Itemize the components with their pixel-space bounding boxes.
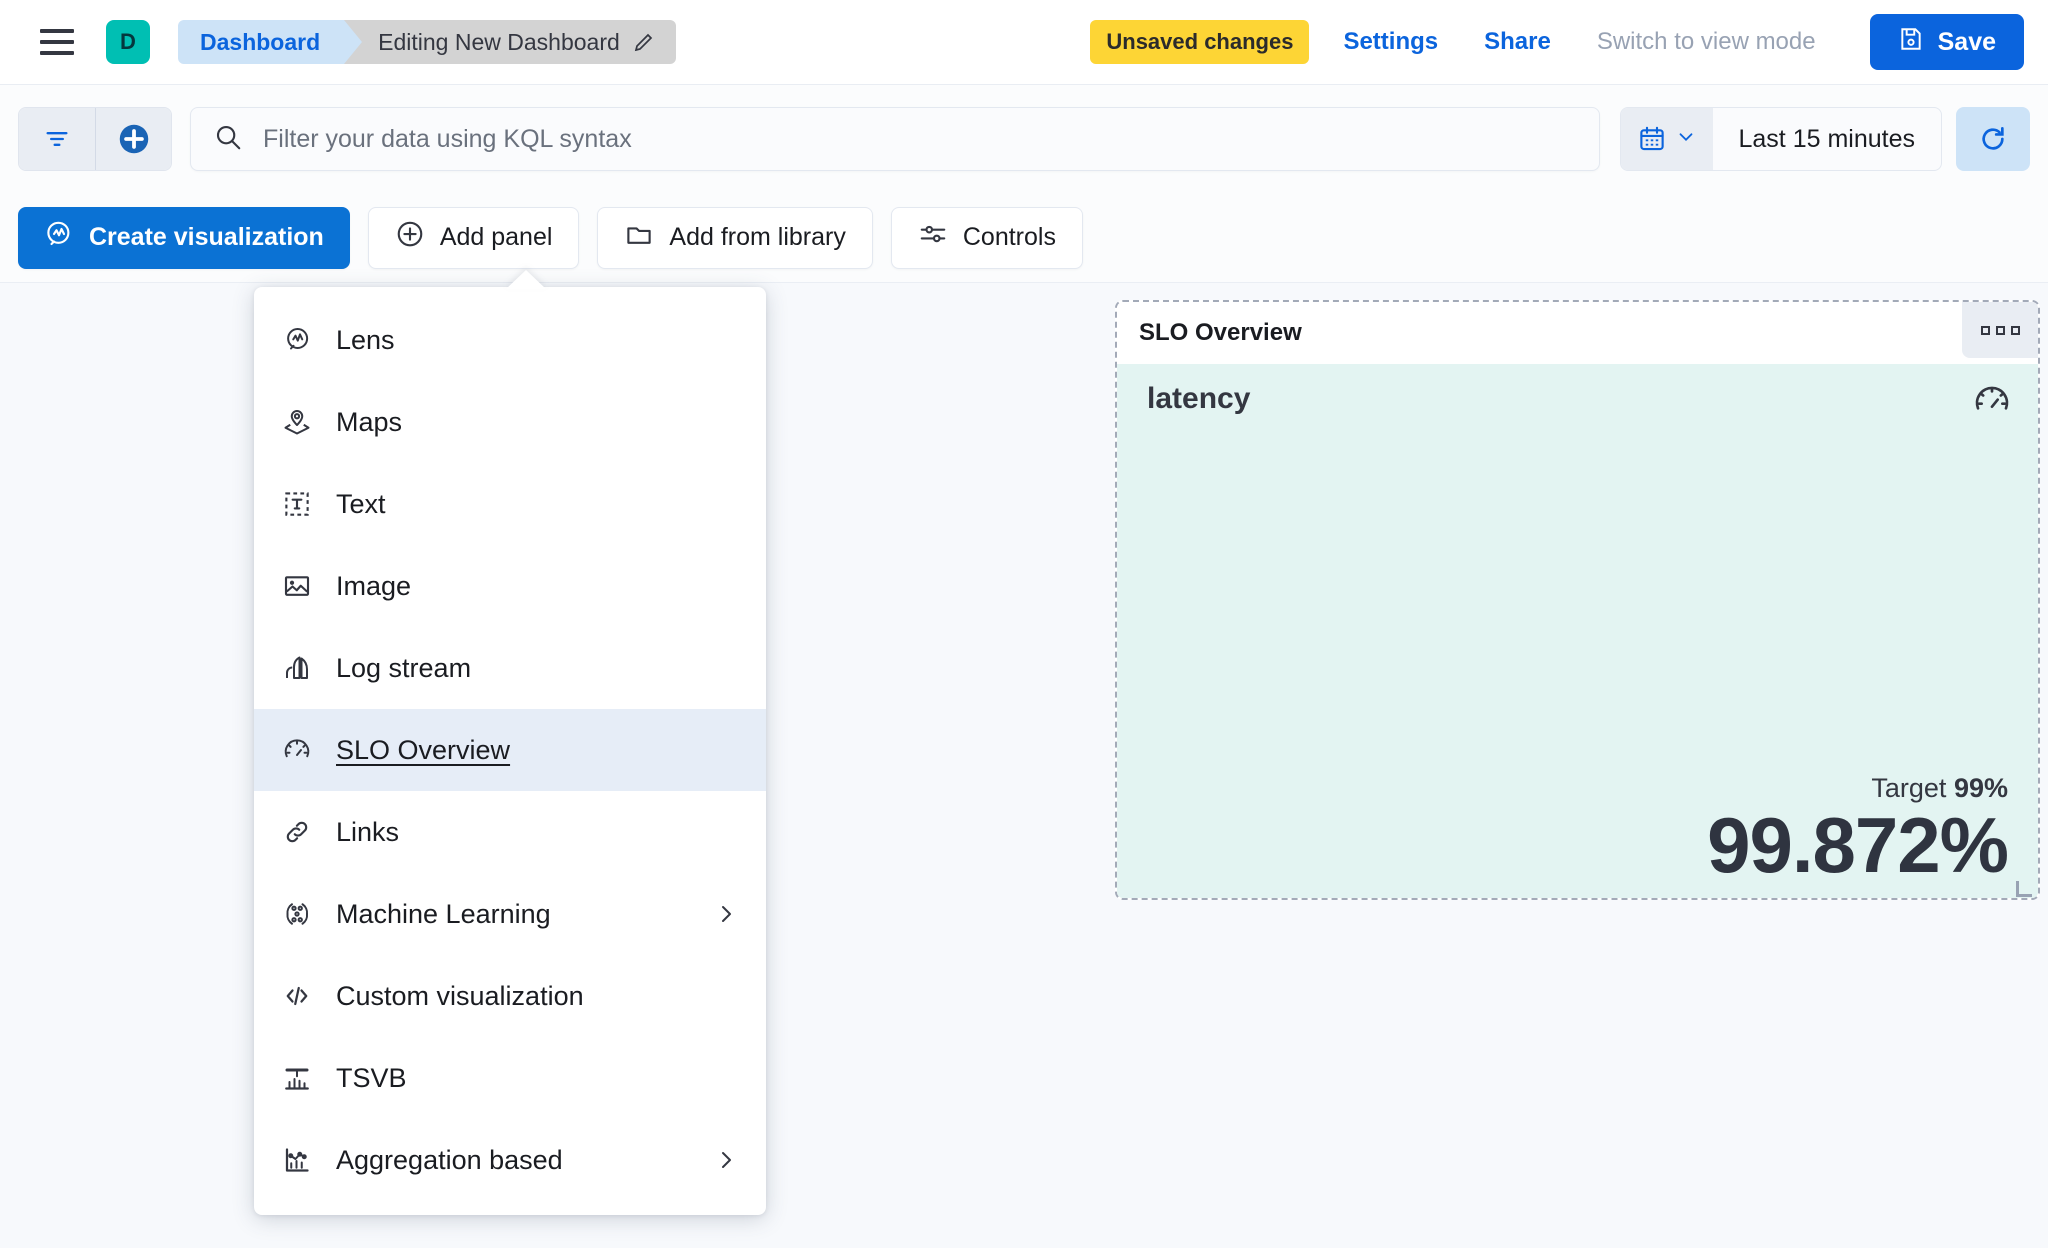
slo-target-label: Target xyxy=(1871,773,1947,803)
menu-item-label: Text xyxy=(336,488,386,519)
menu-item-label: SLO Overview xyxy=(336,734,511,765)
link-chain-icon xyxy=(282,817,312,847)
context-dot xyxy=(2010,325,2020,335)
breadcrumb-dashboard[interactable]: Dashboard xyxy=(178,20,363,64)
calendar-icon[interactable] xyxy=(1620,108,1713,170)
hamburger-bar xyxy=(40,40,74,44)
panel-context-menu-icon[interactable] xyxy=(1962,302,2038,358)
top-header: D Dashboard Editing New Dashboard Unsave… xyxy=(0,0,2048,85)
menu-item-label: Aggregation based xyxy=(336,1144,563,1175)
filter-controls-group xyxy=(18,107,172,171)
menu-item-tsvb[interactable]: TSVB xyxy=(254,1037,766,1119)
save-disk-icon xyxy=(1898,26,1924,59)
controls-button[interactable]: Controls xyxy=(890,206,1083,269)
switch-to-view-mode-link[interactable]: Switch to view mode xyxy=(1596,28,1816,55)
add-circle-icon xyxy=(395,219,425,256)
menu-item-lens[interactable]: Lens xyxy=(254,299,766,381)
log-stream-icon xyxy=(282,653,312,683)
code-brackets-icon xyxy=(282,981,312,1011)
search-placeholder: Filter your data using KQL syntax xyxy=(263,124,632,153)
menu-item-label: Lens xyxy=(336,324,395,355)
menu-item-image[interactable]: Image xyxy=(254,545,766,627)
time-range-value[interactable]: Last 15 minutes xyxy=(1738,124,1916,153)
breadcrumb: Dashboard Editing New Dashboard xyxy=(178,20,676,64)
breadcrumb-current[interactable]: Editing New Dashboard xyxy=(344,20,676,64)
machine-learning-icon xyxy=(282,899,312,929)
chevron-right-icon xyxy=(714,902,738,926)
lens-icon xyxy=(282,325,312,355)
breadcrumb-current-label: Editing New Dashboard xyxy=(378,28,620,55)
add-from-library-label: Add from library xyxy=(669,223,846,251)
slo-stats: Target 99% 99.872% xyxy=(1707,773,2009,889)
editing-toolbar: Create visualization Add panel Add from … xyxy=(0,193,2048,283)
create-visualization-label: Create visualization xyxy=(89,223,324,251)
aggregation-chart-icon xyxy=(282,1145,312,1175)
save-button-label: Save xyxy=(1937,27,1996,56)
settings-link[interactable]: Settings xyxy=(1343,28,1439,55)
slo-overview-panel[interactable]: SLO Overview latency Target 99% 99.872% xyxy=(1115,300,2040,900)
context-dot xyxy=(1980,325,1990,335)
pencil-icon[interactable] xyxy=(632,30,656,54)
popover-arrow xyxy=(506,270,546,289)
controls-sliders-icon xyxy=(918,219,948,256)
slo-sli-value: 99.872% xyxy=(1707,801,2009,889)
date-range-picker: Last 15 minutes xyxy=(1619,107,1942,171)
menu-item-label: Log stream xyxy=(336,652,472,683)
menu-item-label: Links xyxy=(336,816,400,847)
menu-item-label: Maps xyxy=(336,406,403,437)
space-avatar[interactable]: D xyxy=(106,20,150,64)
create-visualization-button[interactable]: Create visualization xyxy=(18,206,350,269)
panel-body: latency Target 99% 99.872% xyxy=(1117,364,2038,898)
menu-item-label: Machine Learning xyxy=(336,898,551,929)
context-dot xyxy=(1995,325,2005,335)
menu-item-label: TSVB xyxy=(336,1062,407,1093)
share-link[interactable]: Share xyxy=(1484,28,1551,55)
menu-item-log-stream[interactable]: Log stream xyxy=(254,627,766,709)
save-button[interactable]: Save xyxy=(1869,14,2024,70)
menu-item-links[interactable]: Links xyxy=(254,791,766,873)
menu-item-maps[interactable]: Maps xyxy=(254,381,766,463)
query-bar: Filter your data using KQL syntax Last 1… xyxy=(0,85,2048,193)
resize-handle[interactable] xyxy=(2016,881,2032,897)
hamburger-bar xyxy=(40,29,74,33)
add-panel-button[interactable]: Add panel xyxy=(367,206,580,269)
hamburger-menu-icon[interactable] xyxy=(36,21,78,63)
refresh-icon[interactable] xyxy=(1956,107,2030,171)
menu-item-machine-learning[interactable]: Machine Learning xyxy=(254,873,766,955)
header-actions: Unsaved changes Settings Share Switch to… xyxy=(1090,14,2024,70)
slo-target: Target 99% xyxy=(1707,773,2008,804)
slo-target-value: 99% xyxy=(1953,773,2008,803)
folder-icon xyxy=(624,219,654,256)
panel-title: SLO Overview xyxy=(1139,319,1302,346)
unsaved-changes-badge[interactable]: Unsaved changes xyxy=(1090,20,1310,64)
menu-item-custom-visualization[interactable]: Custom visualization xyxy=(254,955,766,1037)
chevron-down-icon xyxy=(1675,126,1697,153)
filter-icon[interactable] xyxy=(19,108,95,170)
menu-item-label: Custom visualization xyxy=(336,980,584,1011)
lens-icon xyxy=(44,219,74,256)
add-filter-icon[interactable] xyxy=(95,108,171,170)
panel-header: SLO Overview xyxy=(1117,302,2038,364)
gauge-icon xyxy=(282,735,312,765)
add-panel-label: Add panel xyxy=(439,223,553,251)
menu-item-aggregation-based[interactable]: Aggregation based xyxy=(254,1119,766,1201)
chevron-right-icon xyxy=(714,1148,738,1172)
menu-item-label: Image xyxy=(336,570,412,601)
tsvb-bars-icon xyxy=(282,1063,312,1093)
menu-item-text[interactable]: Text xyxy=(254,463,766,545)
add-from-library-button[interactable]: Add from library xyxy=(597,206,873,269)
text-box-icon xyxy=(282,489,312,519)
slo-metric-name: latency xyxy=(1147,382,1251,415)
hamburger-bar xyxy=(40,51,74,55)
maps-pin-layers-icon xyxy=(282,407,312,437)
gauge-icon xyxy=(1972,380,2012,425)
menu-item-slo-overview[interactable]: SLO Overview xyxy=(254,709,766,791)
search-input[interactable]: Filter your data using KQL syntax xyxy=(190,107,1600,171)
image-icon xyxy=(282,571,312,601)
search-icon xyxy=(213,122,243,157)
controls-label: Controls xyxy=(962,223,1056,251)
